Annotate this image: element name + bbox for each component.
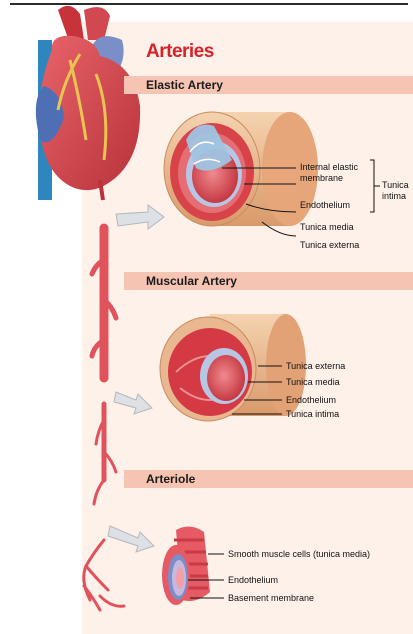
heart-icon bbox=[36, 6, 140, 200]
arteriole-vessel bbox=[162, 526, 210, 605]
label-tunica-media-muscular: Tunica media bbox=[286, 377, 340, 388]
label-endothelium-muscular: Endothelium bbox=[286, 395, 336, 406]
label-smooth-muscle-cells: Smooth muscle cells (tunica media) bbox=[228, 549, 370, 560]
section-heading-muscular-artery: Muscular Artery bbox=[146, 272, 237, 290]
branching-vessels bbox=[84, 228, 124, 610]
label-tunica-intima-muscular: Tunica intima bbox=[286, 409, 339, 420]
label-tunica-externa-muscular: Tunica externa bbox=[286, 361, 345, 372]
section-heading-arteriole: Arteriole bbox=[146, 470, 195, 488]
label-tunica-media-elastic: Tunica media bbox=[300, 222, 354, 233]
page-title: Arteries bbox=[146, 41, 214, 63]
label-internal-elastic-membrane: Internal elastic membrane bbox=[300, 162, 370, 184]
label-endothelium-arteriole: Endothelium bbox=[228, 575, 278, 586]
label-tunica-intima-elastic: Tunica intima bbox=[382, 180, 412, 202]
label-endothelium-elastic: Endothelium bbox=[300, 200, 350, 211]
section-heading-elastic-artery: Elastic Artery bbox=[146, 76, 223, 94]
label-basement-membrane: Basement membrane bbox=[228, 593, 314, 604]
label-tunica-externa-elastic: Tunica externa bbox=[300, 240, 359, 251]
muscular-artery-vessel bbox=[160, 314, 306, 421]
section-arrows bbox=[108, 205, 164, 552]
elastic-artery-vessel bbox=[164, 112, 318, 226]
